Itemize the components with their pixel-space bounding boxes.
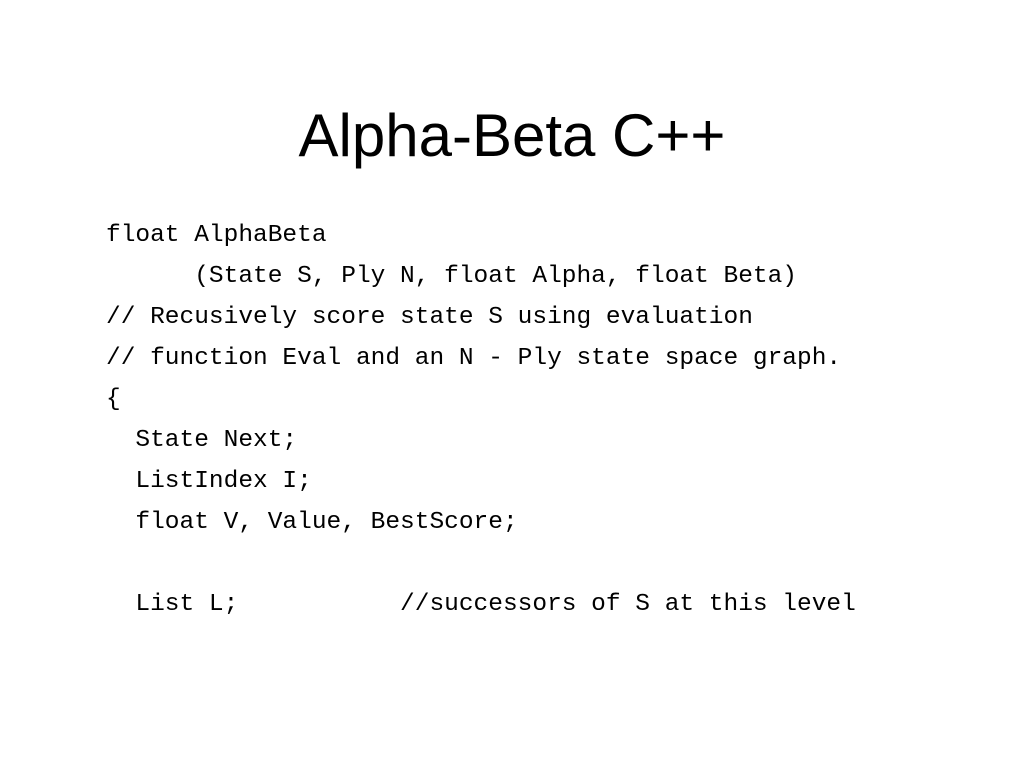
code-line: float AlphaBeta bbox=[106, 222, 327, 249]
code-line: float V, Value, BestScore; bbox=[106, 509, 518, 536]
code-line: List L; //successors of S at this level bbox=[106, 591, 856, 618]
code-line: ListIndex I; bbox=[106, 468, 312, 495]
slide-title: Alpha-Beta C++ bbox=[298, 102, 726, 169]
code-line bbox=[106, 543, 856, 584]
code-line: { bbox=[106, 386, 121, 413]
code-line: State Next; bbox=[106, 427, 298, 454]
code-line: (State S, Ply N, float Alpha, float Beta… bbox=[106, 263, 798, 290]
code-block: float AlphaBeta (State S, Ply N, float A… bbox=[106, 215, 856, 625]
code-line: // Recusively score state S using evalua… bbox=[106, 304, 753, 331]
code-line: // function Eval and an N - Ply state sp… bbox=[106, 345, 842, 372]
